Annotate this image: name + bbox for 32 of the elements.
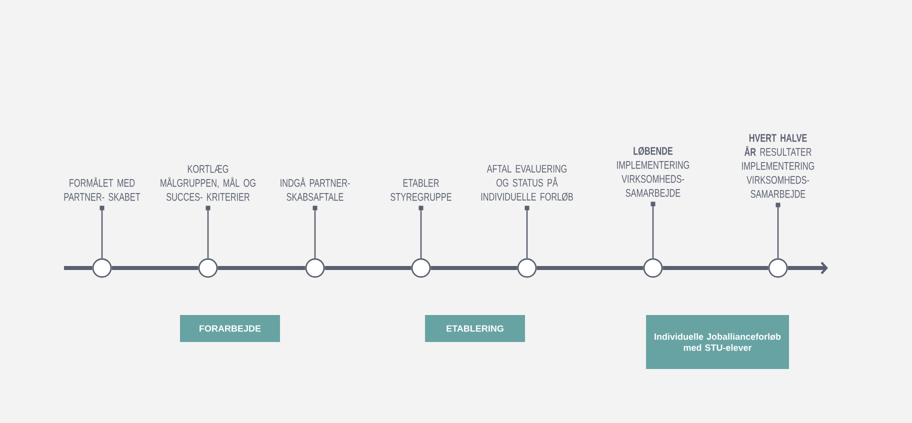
milestone-label: ETABLER STYREGRUPPE — [390, 179, 452, 201]
milestone-circle — [198, 258, 218, 278]
stem-line — [312, 206, 318, 258]
timeline-line — [430, 266, 518, 270]
timeline-line — [64, 266, 92, 270]
milestone-label: FORMÅLET MED PARTNER- SKABET — [64, 177, 140, 201]
timeline-line — [536, 266, 644, 270]
milestone-circle — [305, 258, 325, 278]
timeline-line — [218, 266, 306, 270]
timeline-line — [662, 266, 768, 270]
timeline-arrow — [788, 262, 828, 274]
phase-box: FORARBEJDE — [180, 315, 280, 342]
timeline-line — [112, 266, 198, 270]
phase-box: Individuelle Joballianceforløb med STU-elever — [646, 315, 789, 369]
milestone-label: HVERT HALVE ÅR RESULTATER IMPLEMENTERING VIRKSOMHEDS- SAMARBEJDE — [742, 134, 814, 198]
stem-line — [776, 202, 780, 258]
milestone-circle — [643, 258, 663, 278]
timeline-line — [324, 266, 412, 270]
milestone-circle — [92, 258, 112, 278]
stem-line — [650, 202, 656, 258]
milestone-label: INDGÅ PARTNER- SKABSAFTALE — [280, 177, 350, 201]
milestone-circle — [411, 258, 431, 278]
stem-line — [418, 206, 424, 258]
phase-box: ETABLERING — [425, 315, 525, 342]
milestone-circle — [768, 258, 788, 278]
milestone-label: LØBENDE IMPLEMENTERING VIRKSOMHEDS- SAMARBEJDE — [617, 146, 690, 197]
milestone-circle — [517, 258, 537, 278]
milestone-label: AFTAL EVALUERING OG STATUS PÅ INDIVIDUELLE FORLØB — [481, 164, 573, 201]
milestone-label: KORTLÆG MÅLGRUPPEN, MÅL OG SUCCES- KRITERIER — [160, 165, 256, 201]
stem-line — [206, 206, 210, 258]
stem-line — [100, 206, 104, 258]
stem-line — [524, 206, 530, 258]
